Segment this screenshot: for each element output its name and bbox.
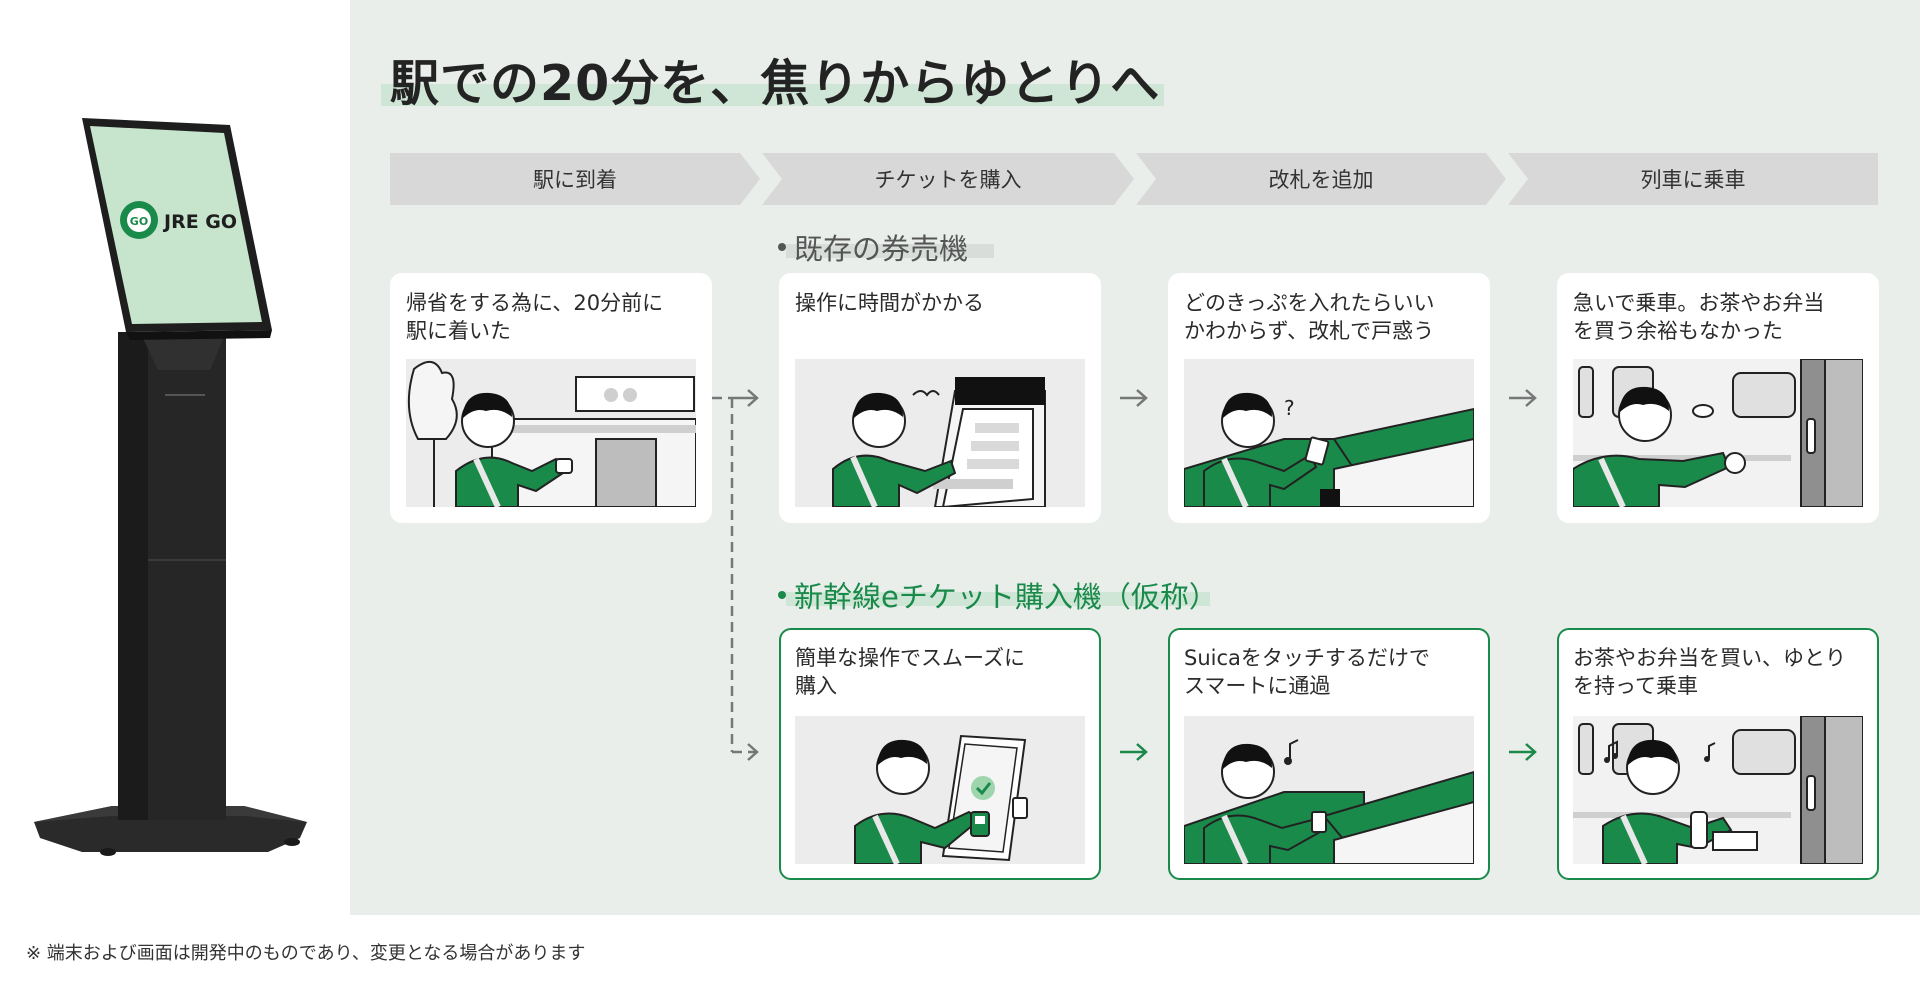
bullet-icon	[778, 243, 786, 251]
card-existing-board: 急いで乗車。お茶やお弁当 を買う余裕もなかった	[1557, 273, 1879, 523]
svg-text:?: ?	[1284, 396, 1295, 420]
kiosk-illustration: GO JRE GO	[0, 0, 350, 915]
card-new-buy: 簡単な操作でスムーズに 購入	[779, 628, 1101, 880]
card-existing-board-text: 急いで乗車。お茶やお弁当 を買う余裕もなかった	[1573, 291, 1825, 343]
illustration-suica-touch	[1184, 716, 1474, 864]
section-label-existing: 既存の券売機	[778, 226, 968, 268]
section-label-new: 新幹線eチケット購入機（仮称）	[778, 574, 1218, 616]
card-new-gate-text: Suicaをタッチするだけで スマートに通過	[1184, 646, 1430, 698]
step-arrival: 駅に到着	[390, 153, 760, 205]
card-existing-buy: 操作に時間がかかる	[779, 273, 1101, 523]
card-existing-gate-text: どのきっぷを入れたらいい かわからず、改札で戸惑う	[1184, 291, 1435, 343]
section-existing-text: 既存の券売機	[794, 232, 969, 266]
card-new-board: お茶やお弁当を買い、ゆとり を持って乗車	[1557, 628, 1879, 880]
title-highlight	[381, 84, 1164, 106]
illustration-ticket-machine	[795, 359, 1085, 507]
card-existing-gate: どのきっぷを入れたらいい かわからず、改札で戸惑う ?	[1168, 273, 1490, 523]
footnote: ※ 端末および画面は開発中のものであり、変更となる場合があります	[26, 943, 586, 964]
card-arrival-text: 帰省をする為に、20分前に 駅に着いた	[406, 291, 664, 343]
illustration-arrival	[406, 359, 696, 507]
jre-go-logo: GO JRE GO	[120, 201, 237, 239]
illustration-new-ticket-kiosk	[795, 716, 1085, 864]
logo-text: JRE GO	[162, 211, 237, 233]
section-highlight-new	[786, 592, 1210, 606]
page-title: 駅での20分を、焦りからゆとりへ	[390, 55, 1161, 112]
section-highlight-existing	[786, 244, 994, 258]
card-existing-buy-text: 操作に時間がかかる	[795, 291, 984, 315]
card-new-gate: Suicaをタッチするだけで スマートに通過	[1168, 628, 1490, 880]
step-board-train: 列車に乗車	[1508, 153, 1878, 205]
bullet-icon	[778, 591, 786, 599]
card-new-board-text: お茶やお弁当を買い、ゆとり を持って乗車	[1573, 646, 1846, 698]
step-gate: 改札を追加	[1136, 153, 1506, 205]
illustration-rushing-onto-train	[1573, 359, 1863, 507]
card-new-buy-text: 簡単な操作でスムーズに 購入	[795, 646, 1025, 698]
step-buy-ticket: チケットを購入	[762, 153, 1134, 205]
logo-mark: GO	[130, 215, 148, 228]
illustration-relaxed-boarding	[1573, 716, 1863, 864]
card-arrival: 帰省をする為に、20分前に 駅に着いた	[390, 273, 712, 523]
illustration-gate-confused: ?	[1184, 359, 1474, 507]
section-new-text: 新幹線eチケット購入機（仮称）	[794, 580, 1218, 614]
